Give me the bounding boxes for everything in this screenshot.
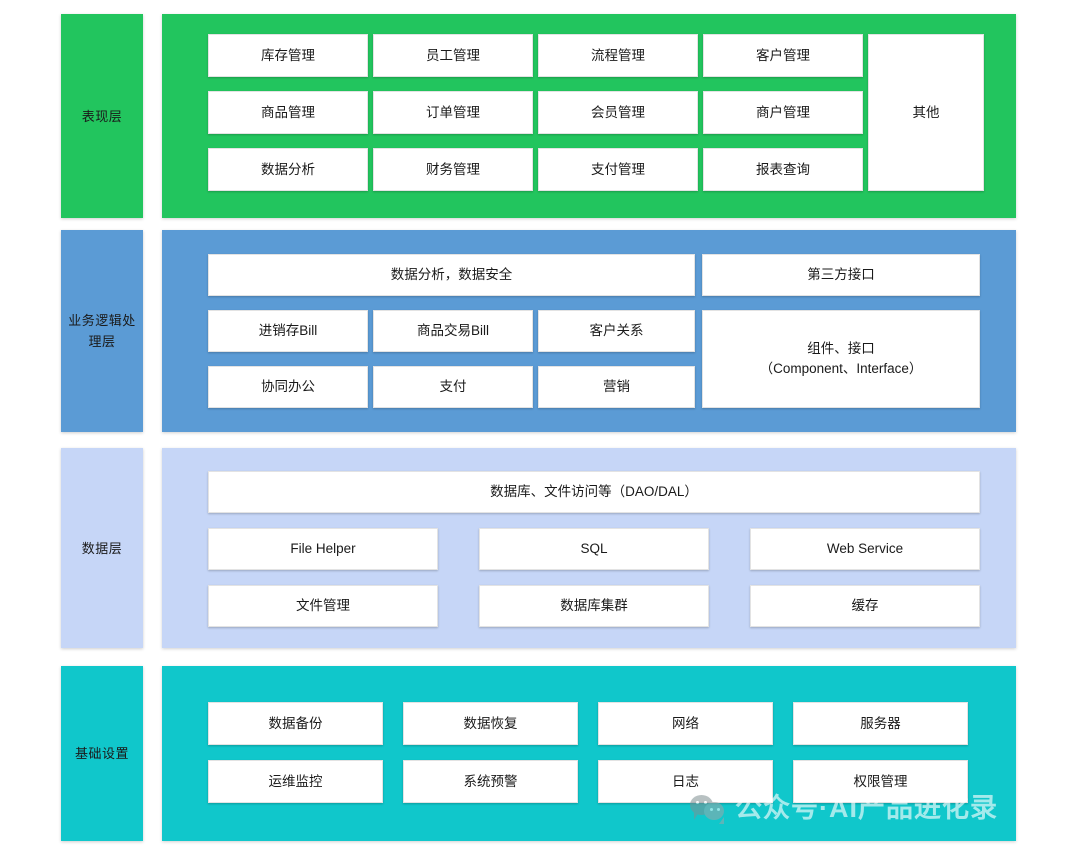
cell-business-component-interface[interactable]: 组件、接口 （Component、Interface） [702,310,980,408]
cell-infra-system-alert[interactable]: 系统预警 [403,760,578,803]
layer-band-business: 数据分析，数据安全 第三方接口 进销存Bill 商品交易Bill 客户关系 协同… [162,230,1016,432]
cell-infra-ops-monitor[interactable]: 运维监控 [208,760,383,803]
cell-presentation-5[interactable]: 商品管理 [208,91,368,134]
layer-label-data: 数据层 [61,448,143,648]
cell-business-analytics-security[interactable]: 数据分析，数据安全 [208,254,695,296]
cell-data-sql[interactable]: SQL [479,528,709,570]
cell-infra-network[interactable]: 网络 [598,702,773,745]
cell-presentation-11[interactable]: 支付管理 [538,148,698,191]
cell-infra-backup[interactable]: 数据备份 [208,702,383,745]
layer-business: 业务逻辑处理层 数据分析，数据安全 第三方接口 进销存Bill 商品交易Bill… [0,230,1080,432]
layer-label-presentation: 表现层 [61,14,143,218]
cell-business-erp-bill[interactable]: 进销存Bill [208,310,368,352]
layer-label-infrastructure: 基础设置 [61,666,143,841]
cell-data-file-management[interactable]: 文件管理 [208,585,438,627]
cell-presentation-3[interactable]: 流程管理 [538,34,698,77]
cell-business-oa[interactable]: 协同办公 [208,366,368,408]
cell-data-file-helper[interactable]: File Helper [208,528,438,570]
cell-data-cache[interactable]: 缓存 [750,585,980,627]
cell-presentation-6[interactable]: 订单管理 [373,91,533,134]
cell-presentation-2[interactable]: 员工管理 [373,34,533,77]
layer-band-presentation: 库存管理 员工管理 流程管理 客户管理 商品管理 订单管理 会员管理 商户管理 … [162,14,1016,218]
cell-presentation-7[interactable]: 会员管理 [538,91,698,134]
cell-data-web-service[interactable]: Web Service [750,528,980,570]
layer-data: 数据层 数据库、文件访问等（DAO/DAL） File Helper SQL W… [0,448,1080,648]
cell-infra-log[interactable]: 日志 [598,760,773,803]
layer-band-infrastructure: 数据备份 数据恢复 网络 服务器 运维监控 系统预警 日志 权限管理 [162,666,1016,841]
cell-presentation-12[interactable]: 报表查询 [703,148,863,191]
cell-infra-restore[interactable]: 数据恢复 [403,702,578,745]
layer-infrastructure: 基础设置 数据备份 数据恢复 网络 服务器 运维监控 系统预警 日志 权限管理 [0,666,1080,841]
cell-business-payment[interactable]: 支付 [373,366,533,408]
cell-presentation-1[interactable]: 库存管理 [208,34,368,77]
cell-data-db-cluster[interactable]: 数据库集群 [479,585,709,627]
cell-presentation-4[interactable]: 客户管理 [703,34,863,77]
cell-data-dao-dal[interactable]: 数据库、文件访问等（DAO/DAL） [208,471,980,513]
cell-business-marketing[interactable]: 营销 [538,366,695,408]
cell-business-trade-bill[interactable]: 商品交易Bill [373,310,533,352]
cell-business-crm[interactable]: 客户关系 [538,310,695,352]
layer-band-data: 数据库、文件访问等（DAO/DAL） File Helper SQL Web S… [162,448,1016,648]
layer-presentation: 表现层 库存管理 员工管理 流程管理 客户管理 商品管理 订单管理 会员管理 商… [0,14,1080,218]
layer-label-business: 业务逻辑处理层 [61,230,143,432]
cell-business-third-party-api[interactable]: 第三方接口 [702,254,980,296]
cell-presentation-10[interactable]: 财务管理 [373,148,533,191]
cell-infra-permission[interactable]: 权限管理 [793,760,968,803]
cell-presentation-9[interactable]: 数据分析 [208,148,368,191]
cell-presentation-other[interactable]: 其他 [868,34,984,191]
cell-presentation-8[interactable]: 商户管理 [703,91,863,134]
cell-infra-server[interactable]: 服务器 [793,702,968,745]
